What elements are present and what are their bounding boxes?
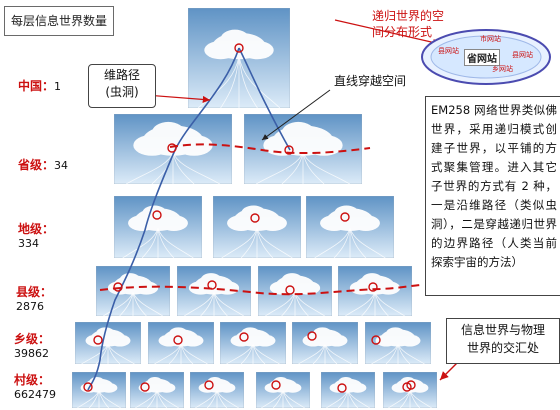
node-circle [239, 332, 249, 342]
description-box: EM258 网络世界类似佛世界，采用递归模式创建子世界，以平铺的方式聚集管理。进… [425, 96, 560, 296]
node-circle [284, 145, 294, 155]
node-circle [250, 213, 260, 223]
node-circle [93, 335, 103, 345]
cloud-tile [306, 196, 394, 258]
cloud-tile [244, 114, 362, 184]
cloud-tile [365, 322, 431, 364]
network-center-node: 省网站 [464, 49, 500, 66]
node-circle [173, 335, 183, 345]
cloud-tile [75, 322, 141, 364]
cloud-tile [130, 372, 184, 408]
cloud-tile [258, 266, 332, 316]
level-label-village: 村级：662479 [14, 373, 56, 401]
cloud-tile [321, 372, 375, 408]
cloud-tile [213, 196, 301, 258]
node-circle [371, 335, 381, 345]
network-node: 县网站 [438, 47, 459, 55]
wormhole-path-right [238, 47, 291, 151]
arrow-recursive [334, 19, 441, 46]
level-label-county: 县级：2876 [16, 285, 53, 313]
node-circle [307, 331, 317, 341]
level-label-province: 省级：34 [18, 158, 69, 172]
network-bubble: 省网站 市网站 县网站 县网站 乡网站 [420, 28, 552, 86]
node-circle [406, 380, 416, 390]
cloud-tile [220, 322, 286, 364]
node-circle [140, 382, 150, 392]
network-node: 县网站 [512, 51, 533, 59]
node-circle [83, 382, 93, 392]
callout-intersection: 信息世界与物理 世界的交汇处 [446, 318, 560, 364]
cloud-tile [188, 8, 290, 108]
label-recursive-distribution: 递归世界的空 间分布形式 [372, 9, 445, 39]
node-circle [271, 380, 281, 390]
wormhole-path [87, 47, 240, 391]
cloud-tile [114, 114, 232, 184]
node-circle [167, 143, 177, 153]
node-circle [152, 210, 162, 220]
node-circle [368, 282, 378, 292]
callout-wormhole: 维路径 (虫洞) [88, 64, 156, 108]
level-label-township: 乡级：39862 [14, 332, 51, 360]
arrow-direct [261, 89, 331, 141]
label-direct-traversal: 直线穿越空间 [334, 74, 407, 88]
network-node: 乡网站 [492, 65, 513, 73]
cloud-tile [177, 266, 251, 316]
cloud-tile [96, 266, 170, 316]
level-label-prefecture: 地级：334 [18, 222, 55, 250]
node-circle [207, 280, 217, 290]
cloud-tile [256, 372, 310, 408]
node-circle [340, 212, 350, 222]
boundary-path-county [99, 284, 421, 296]
node-circle [113, 282, 123, 292]
node-circle [337, 383, 347, 393]
network-node: 市网站 [480, 35, 501, 43]
boundary-path-province [169, 143, 371, 155]
level-label-country: 中国：1 [18, 79, 62, 93]
node-circle [234, 43, 244, 53]
node-circle [285, 285, 295, 295]
node-circle [204, 380, 214, 390]
cloud-tile [114, 196, 202, 258]
cloud-tile [190, 372, 244, 408]
diagram-title: 每层信息世界数量 [4, 6, 114, 36]
